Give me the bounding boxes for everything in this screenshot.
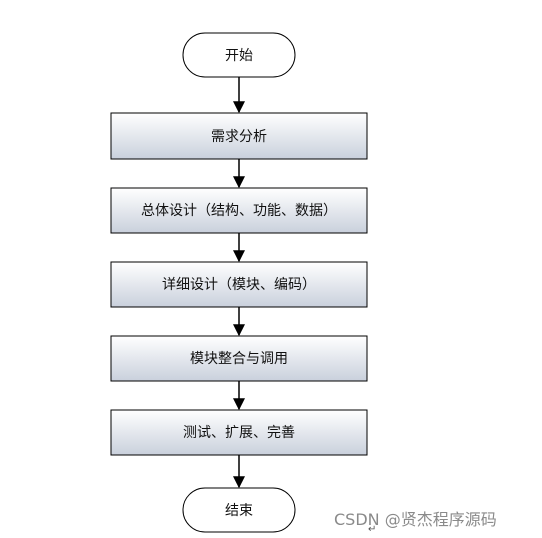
step-label: 总体设计（结构、功能、数据） bbox=[141, 203, 337, 219]
end-label: 结束 bbox=[225, 503, 253, 519]
paragraph-mark: ↵ bbox=[368, 524, 377, 535]
end-node: 结束 bbox=[182, 487, 296, 533]
step-requirements-analysis: 需求分析 bbox=[110, 112, 368, 160]
start-label: 开始 bbox=[225, 48, 253, 64]
watermark-text: CSDN @贤杰程序源码 bbox=[334, 510, 497, 529]
start-node: 开始 bbox=[182, 32, 296, 78]
step-label: 测试、扩展、完善 bbox=[183, 425, 295, 441]
step-testing: 测试、扩展、完善 bbox=[110, 409, 368, 456]
step-label: 模块整合与调用 bbox=[190, 351, 288, 367]
step-label: 详细设计（模块、编码） bbox=[162, 277, 316, 293]
step-overall-design: 总体设计（结构、功能、数据） bbox=[110, 187, 368, 234]
step-detailed-design: 详细设计（模块、编码） bbox=[110, 261, 368, 308]
step-label: 需求分析 bbox=[211, 129, 267, 145]
step-module-integration: 模块整合与调用 bbox=[110, 335, 368, 382]
